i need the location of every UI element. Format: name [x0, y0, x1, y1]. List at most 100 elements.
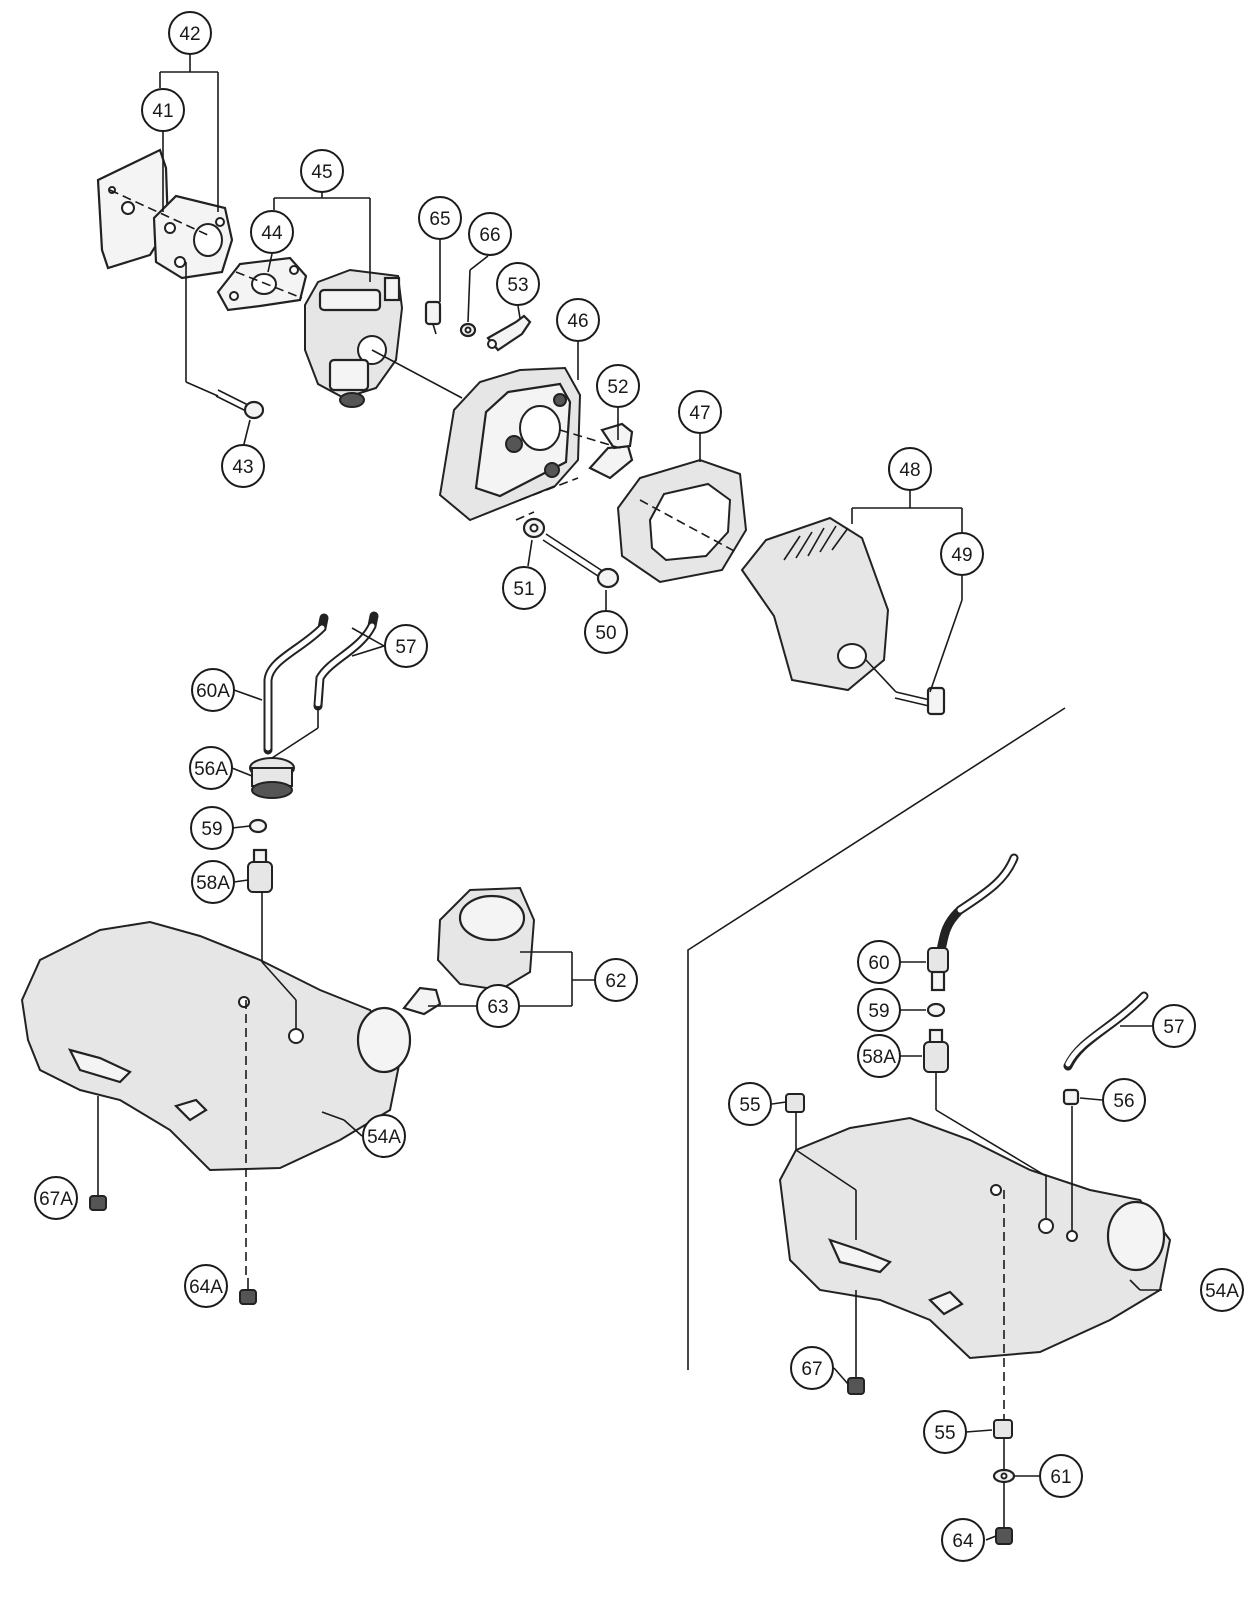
part-screw-67a — [89, 1186, 107, 1211]
callout-41: 41 — [141, 88, 185, 132]
part-carburetor — [304, 268, 404, 408]
callout-67: 67 — [790, 1346, 834, 1390]
callout-64: 64 — [941, 1518, 985, 1562]
svg-text:46: 46 — [567, 311, 588, 332]
svg-text:57: 57 — [395, 637, 416, 658]
part-air-filter — [616, 458, 748, 584]
svg-text:57: 57 — [1163, 1017, 1184, 1038]
part-washer-66 — [459, 322, 477, 338]
svg-text:66: 66 — [479, 225, 500, 246]
callout-61: 61 — [1039, 1454, 1083, 1498]
part-screw-64 — [995, 1514, 1013, 1545]
part-fuel-pipe-60 — [927, 853, 1019, 992]
svg-text:67: 67 — [801, 1359, 822, 1380]
svg-text:56: 56 — [1113, 1091, 1134, 1112]
callout-49: 49 — [940, 532, 984, 576]
callout-58a-left: 58A — [191, 860, 235, 904]
svg-text:59: 59 — [201, 819, 222, 840]
callout-60a: 60A — [191, 668, 235, 712]
svg-text:59: 59 — [868, 1001, 889, 1022]
part-gasket — [216, 256, 308, 312]
part-filter-58a-right — [923, 1028, 949, 1073]
callout-66: 66 — [468, 212, 512, 256]
callout-55-upper: 55 — [728, 1082, 772, 1126]
callout-51: 51 — [502, 566, 546, 610]
svg-text:58A: 58A — [862, 1047, 896, 1068]
svg-text:60A: 60A — [196, 681, 230, 702]
callout-50: 50 — [584, 610, 628, 654]
callout-48: 48 — [888, 447, 932, 491]
leader-lines — [97, 54, 1162, 1541]
part-choke-52 — [588, 422, 634, 480]
part-fuel-pipe-57-right — [1063, 991, 1149, 1071]
part-lever-53 — [486, 314, 532, 352]
part-bush-55-upper — [785, 1093, 805, 1113]
part-filter-58a-left — [247, 848, 273, 893]
svg-text:47: 47 — [689, 403, 710, 424]
callout-60: 60 — [857, 940, 901, 984]
part-screw-65 — [424, 300, 442, 335]
svg-text:56A: 56A — [194, 759, 228, 780]
part-bush-55-lower — [993, 1419, 1013, 1439]
callout-59-left: 59 — [190, 806, 234, 850]
part-grommet-56 — [1062, 1088, 1080, 1106]
callout-44: 44 — [250, 210, 294, 254]
svg-text:54A: 54A — [1205, 1281, 1239, 1302]
part-joint-59-left — [248, 818, 268, 834]
svg-text:43: 43 — [232, 457, 253, 478]
callout-45: 45 — [300, 149, 344, 193]
callout-59-right: 59 — [857, 988, 901, 1032]
callout-54a-left: 54A — [362, 1114, 406, 1158]
part-joint-59-right — [926, 1002, 946, 1018]
callout-56a: 56A — [189, 746, 233, 790]
svg-text:41: 41 — [152, 101, 173, 122]
svg-text:44: 44 — [261, 223, 283, 244]
callout-57-right: 57 — [1152, 1004, 1196, 1048]
svg-text:65: 65 — [429, 209, 450, 230]
part-bolt-50 — [542, 533, 620, 589]
callout-47: 47 — [678, 390, 722, 434]
svg-text:62: 62 — [605, 971, 626, 992]
part-screw-64a — [239, 1278, 257, 1305]
part-air-cleaner-cover — [740, 516, 890, 692]
svg-text:58A: 58A — [196, 873, 230, 894]
svg-text:64A: 64A — [189, 1277, 223, 1298]
svg-text:50: 50 — [595, 623, 616, 644]
part-spacer — [152, 194, 234, 280]
svg-text:51: 51 — [513, 579, 534, 600]
part-fuel-tank-left — [20, 920, 412, 1172]
svg-text:64: 64 — [952, 1531, 974, 1552]
callout-56: 56 — [1102, 1078, 1146, 1122]
callout-57-left: 57 — [384, 624, 428, 668]
callout-64a: 64A — [184, 1264, 228, 1308]
svg-text:45: 45 — [311, 162, 332, 183]
callout-58a-right: 58A — [857, 1034, 901, 1078]
callout-42: 42 — [168, 11, 212, 55]
svg-text:61: 61 — [1050, 1467, 1071, 1488]
callout-55-lower: 55 — [923, 1410, 967, 1454]
part-fuel-pipes-left — [263, 611, 379, 755]
svg-text:42: 42 — [179, 24, 200, 45]
callout-54a-right: 54A — [1200, 1268, 1244, 1312]
part-washer-61 — [992, 1468, 1016, 1484]
callout-46: 46 — [556, 298, 600, 342]
svg-text:55: 55 — [934, 1423, 955, 1444]
part-fuel-tank-right — [778, 1116, 1172, 1360]
svg-text:53: 53 — [507, 275, 528, 296]
callout-63: 63 — [476, 984, 520, 1028]
section-divider — [687, 707, 1066, 1370]
part-screw-67 — [847, 1352, 865, 1395]
svg-text:52: 52 — [607, 377, 628, 398]
part-bolt-43 — [215, 389, 265, 420]
callout-62: 62 — [594, 958, 638, 1002]
part-washer-51 — [522, 517, 546, 539]
callout-43: 43 — [221, 444, 265, 488]
svg-text:60: 60 — [868, 953, 889, 974]
part-air-cleaner-case — [438, 366, 582, 522]
svg-text:63: 63 — [487, 997, 508, 1018]
callout-65: 65 — [418, 196, 462, 240]
part-tank-cap — [402, 886, 536, 1016]
svg-text:48: 48 — [899, 460, 920, 481]
callout-52: 52 — [596, 364, 640, 408]
